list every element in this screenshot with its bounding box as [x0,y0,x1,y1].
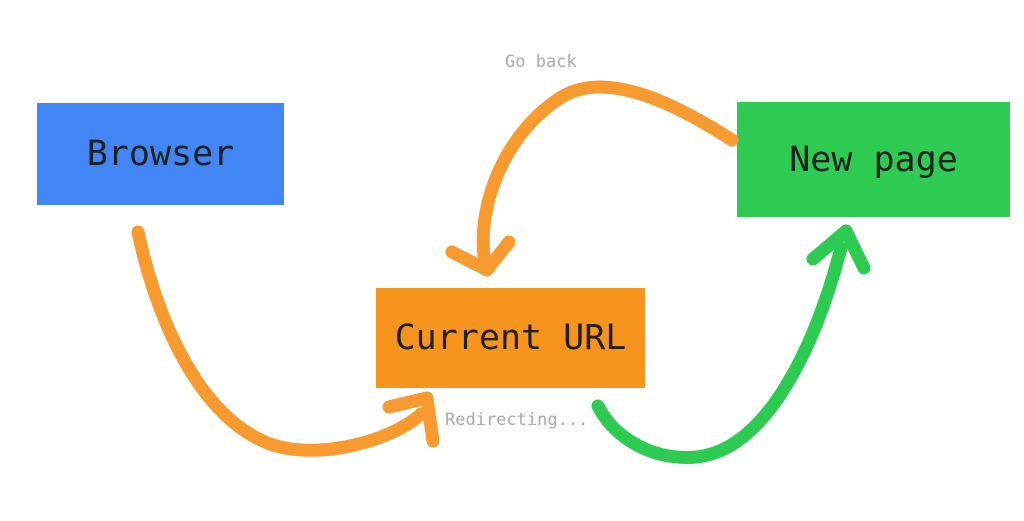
current-url-node: Current URL [376,288,645,388]
redirecting-arrowhead [806,224,871,275]
browser-to-current-url-arrowhead [382,391,440,448]
browser-node: Browser [37,103,284,205]
current-url-node-label: Current URL [394,318,627,358]
go-back-arrowhead [445,235,516,277]
browser-node-label: Browser [86,134,235,174]
redirecting-label: Redirecting... [445,410,589,430]
new-page-node: New page [737,102,1010,217]
go-back-arrow [476,80,739,263]
go-back-label: Go back [505,52,577,72]
new-page-node-label: New page [789,139,958,180]
